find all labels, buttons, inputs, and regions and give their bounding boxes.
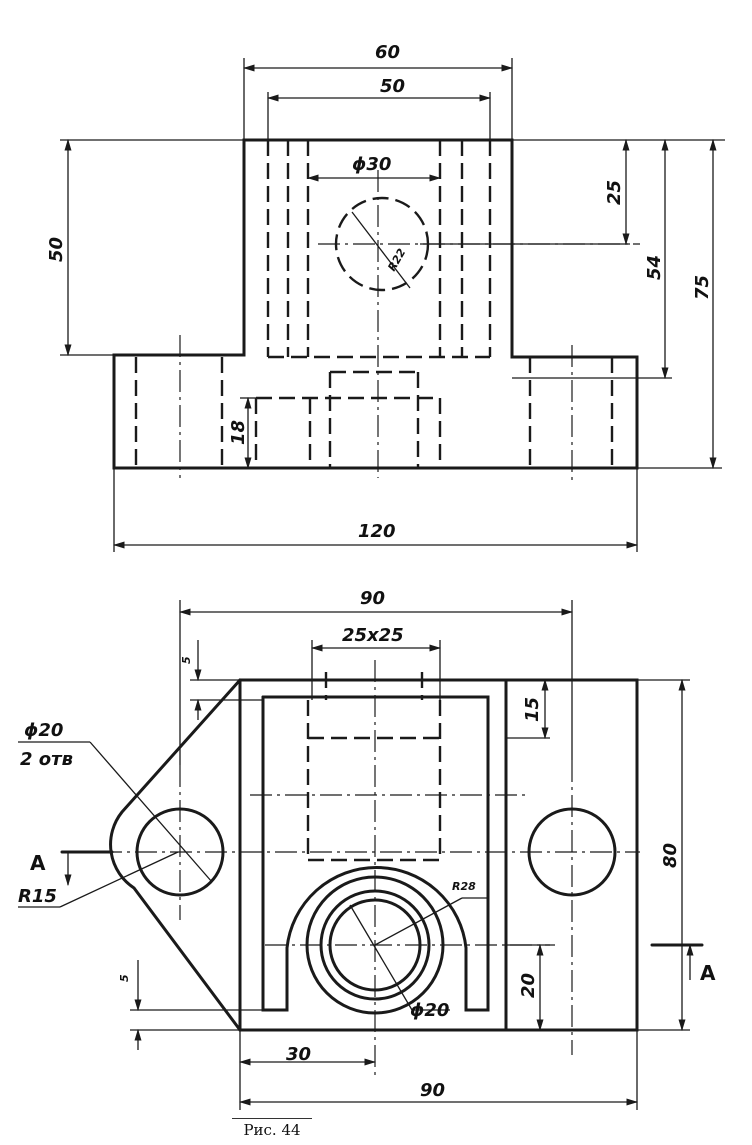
dim-50-top: 50 [380,76,405,97]
dim-5-top: 5 [180,656,193,664]
figure-caption: Рис. 44 [232,1118,312,1139]
hole-label: ϕ20 [24,720,63,741]
dim-20: 20 [518,973,539,998]
front-view-outline [112,138,639,470]
dim-r22: R22 [385,246,408,273]
dim-5-bottom: 5 [118,974,131,982]
top-view-outline [238,678,639,1032]
dim-phi30: ϕ30 [352,154,391,175]
dim-50-left: 50 [46,237,67,262]
dim-54: 54 [644,255,665,280]
dim-15: 15 [522,697,543,722]
u-slot [261,695,490,1012]
dim-25x25: 25x25 [342,625,404,646]
dim-80: 80 [660,843,681,868]
dim-18: 18 [228,420,249,445]
dim-90-top: 90 [360,588,385,609]
dim-r15: R15 [18,886,57,907]
hole-count: 2 отв [20,749,73,770]
dim-25: 25 [604,180,625,205]
dim-60: 60 [375,42,400,63]
top-view: 90 25x25 5 15 ϕ20 2 отв A R15 80 R28 A 5… [18,588,716,1110]
section-a-right-label: A [700,961,716,985]
dim-phi20: ϕ20 [410,1000,449,1021]
dim-75: 75 [692,275,713,300]
front-view: 60 50 ϕ30 R22 25 54 75 50 18 120 [46,42,725,552]
dim-30: 30 [286,1044,311,1065]
section-a-left-label: A [30,851,46,875]
dim-90-bottom: 90 [420,1080,445,1101]
dim-120: 120 [358,521,396,542]
dim-r28: R28 [452,880,476,893]
